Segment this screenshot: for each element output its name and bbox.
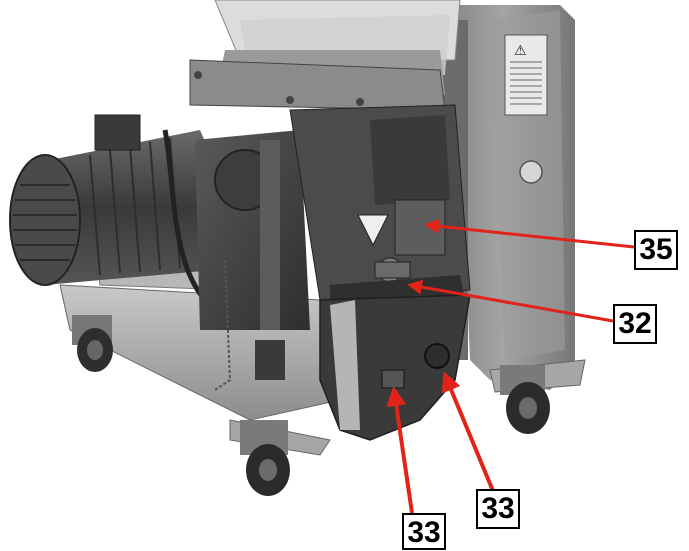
warning-sticker-icon: ⚠ [514, 43, 527, 59]
wheel-rear-right [500, 365, 550, 434]
arrow-33a [386, 386, 414, 514]
arrow-35 [424, 218, 635, 249]
cutter-housing [319, 294, 471, 441]
gearbox [195, 130, 310, 391]
caster-wheels [72, 315, 550, 496]
callout-label-33-upper: 33 [476, 489, 520, 529]
callout-label-32: 32 [613, 304, 657, 344]
arrow-33b [441, 371, 495, 492]
wheel-front-left [72, 315, 113, 372]
grinding-head [289, 104, 471, 305]
callout-label-33-lower: 33 [402, 513, 446, 550]
callout-arrows [386, 218, 635, 514]
arrow-32 [407, 279, 614, 323]
electric-motor [9, 114, 230, 302]
callout-label-35: 35 [634, 230, 678, 270]
wheel-front-center [240, 420, 290, 496]
